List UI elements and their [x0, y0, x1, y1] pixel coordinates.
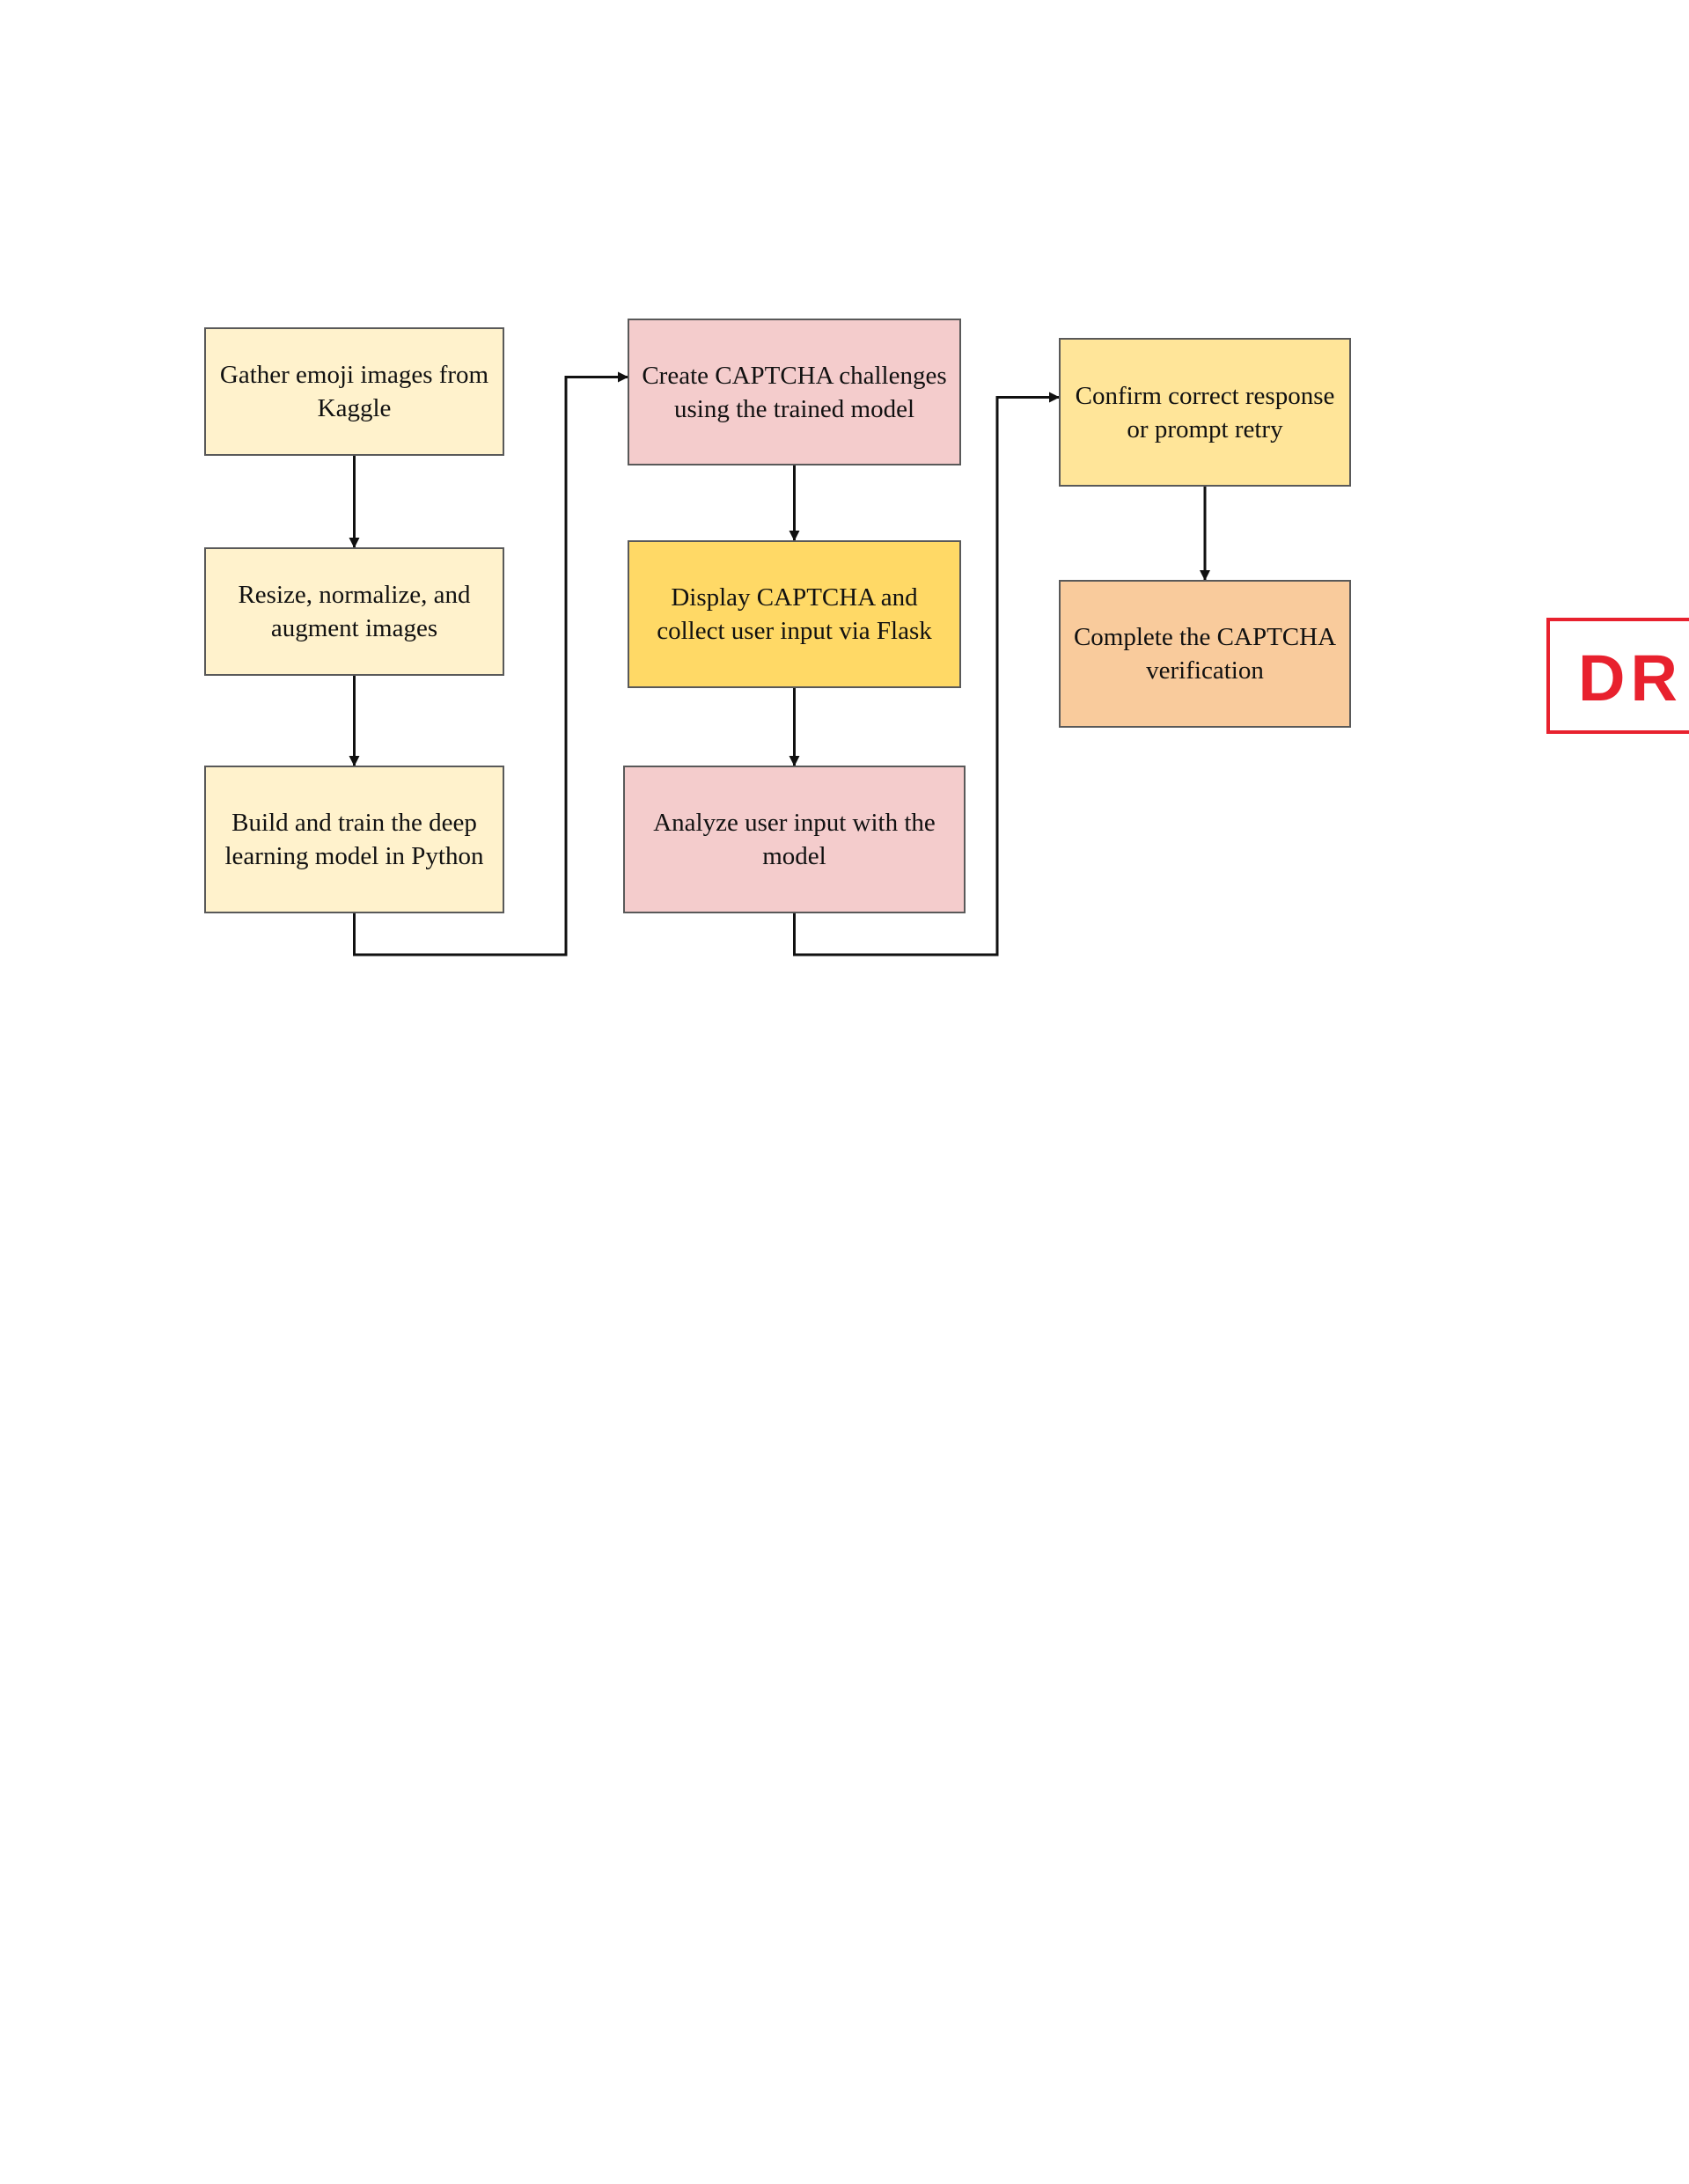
node-analyze: Analyze user input with the model — [623, 766, 966, 913]
node-confirm: Confirm correct response or prompt retry — [1059, 338, 1351, 487]
edge-analyze-to-confirm — [793, 392, 1060, 956]
node-label: Create CAPTCHA challenges using the trai… — [642, 361, 947, 423]
node-preprocess: Resize, normalize, and augment images — [204, 547, 504, 676]
node-label: Display CAPTCHA and collect user input v… — [657, 583, 932, 645]
node-label: Resize, normalize, and augment images — [238, 581, 471, 642]
node-label: Gather emoji images from Kaggle — [219, 361, 489, 422]
node-train: Build and train the deep learning model … — [204, 766, 504, 913]
node-create: Create CAPTCHA challenges using the trai… — [628, 319, 961, 465]
dr-stamp-logo: DR — [1546, 618, 1689, 734]
node-gather: Gather emoji images from Kaggle — [204, 327, 504, 456]
node-label: Build and train the deep learning model … — [224, 809, 484, 870]
node-display: Display CAPTCHA and collect user input v… — [628, 540, 961, 688]
node-label: Complete the CAPTCHA verification — [1073, 623, 1337, 685]
node-label: Confirm correct response or prompt retry — [1075, 381, 1335, 443]
edge-train-to-create — [353, 371, 628, 956]
node-complete: Complete the CAPTCHA verification — [1059, 580, 1351, 728]
edges-layer — [349, 371, 1210, 956]
node-label: Analyze user input with the model — [653, 809, 936, 870]
dr-stamp-text: DR — [1578, 641, 1683, 715]
